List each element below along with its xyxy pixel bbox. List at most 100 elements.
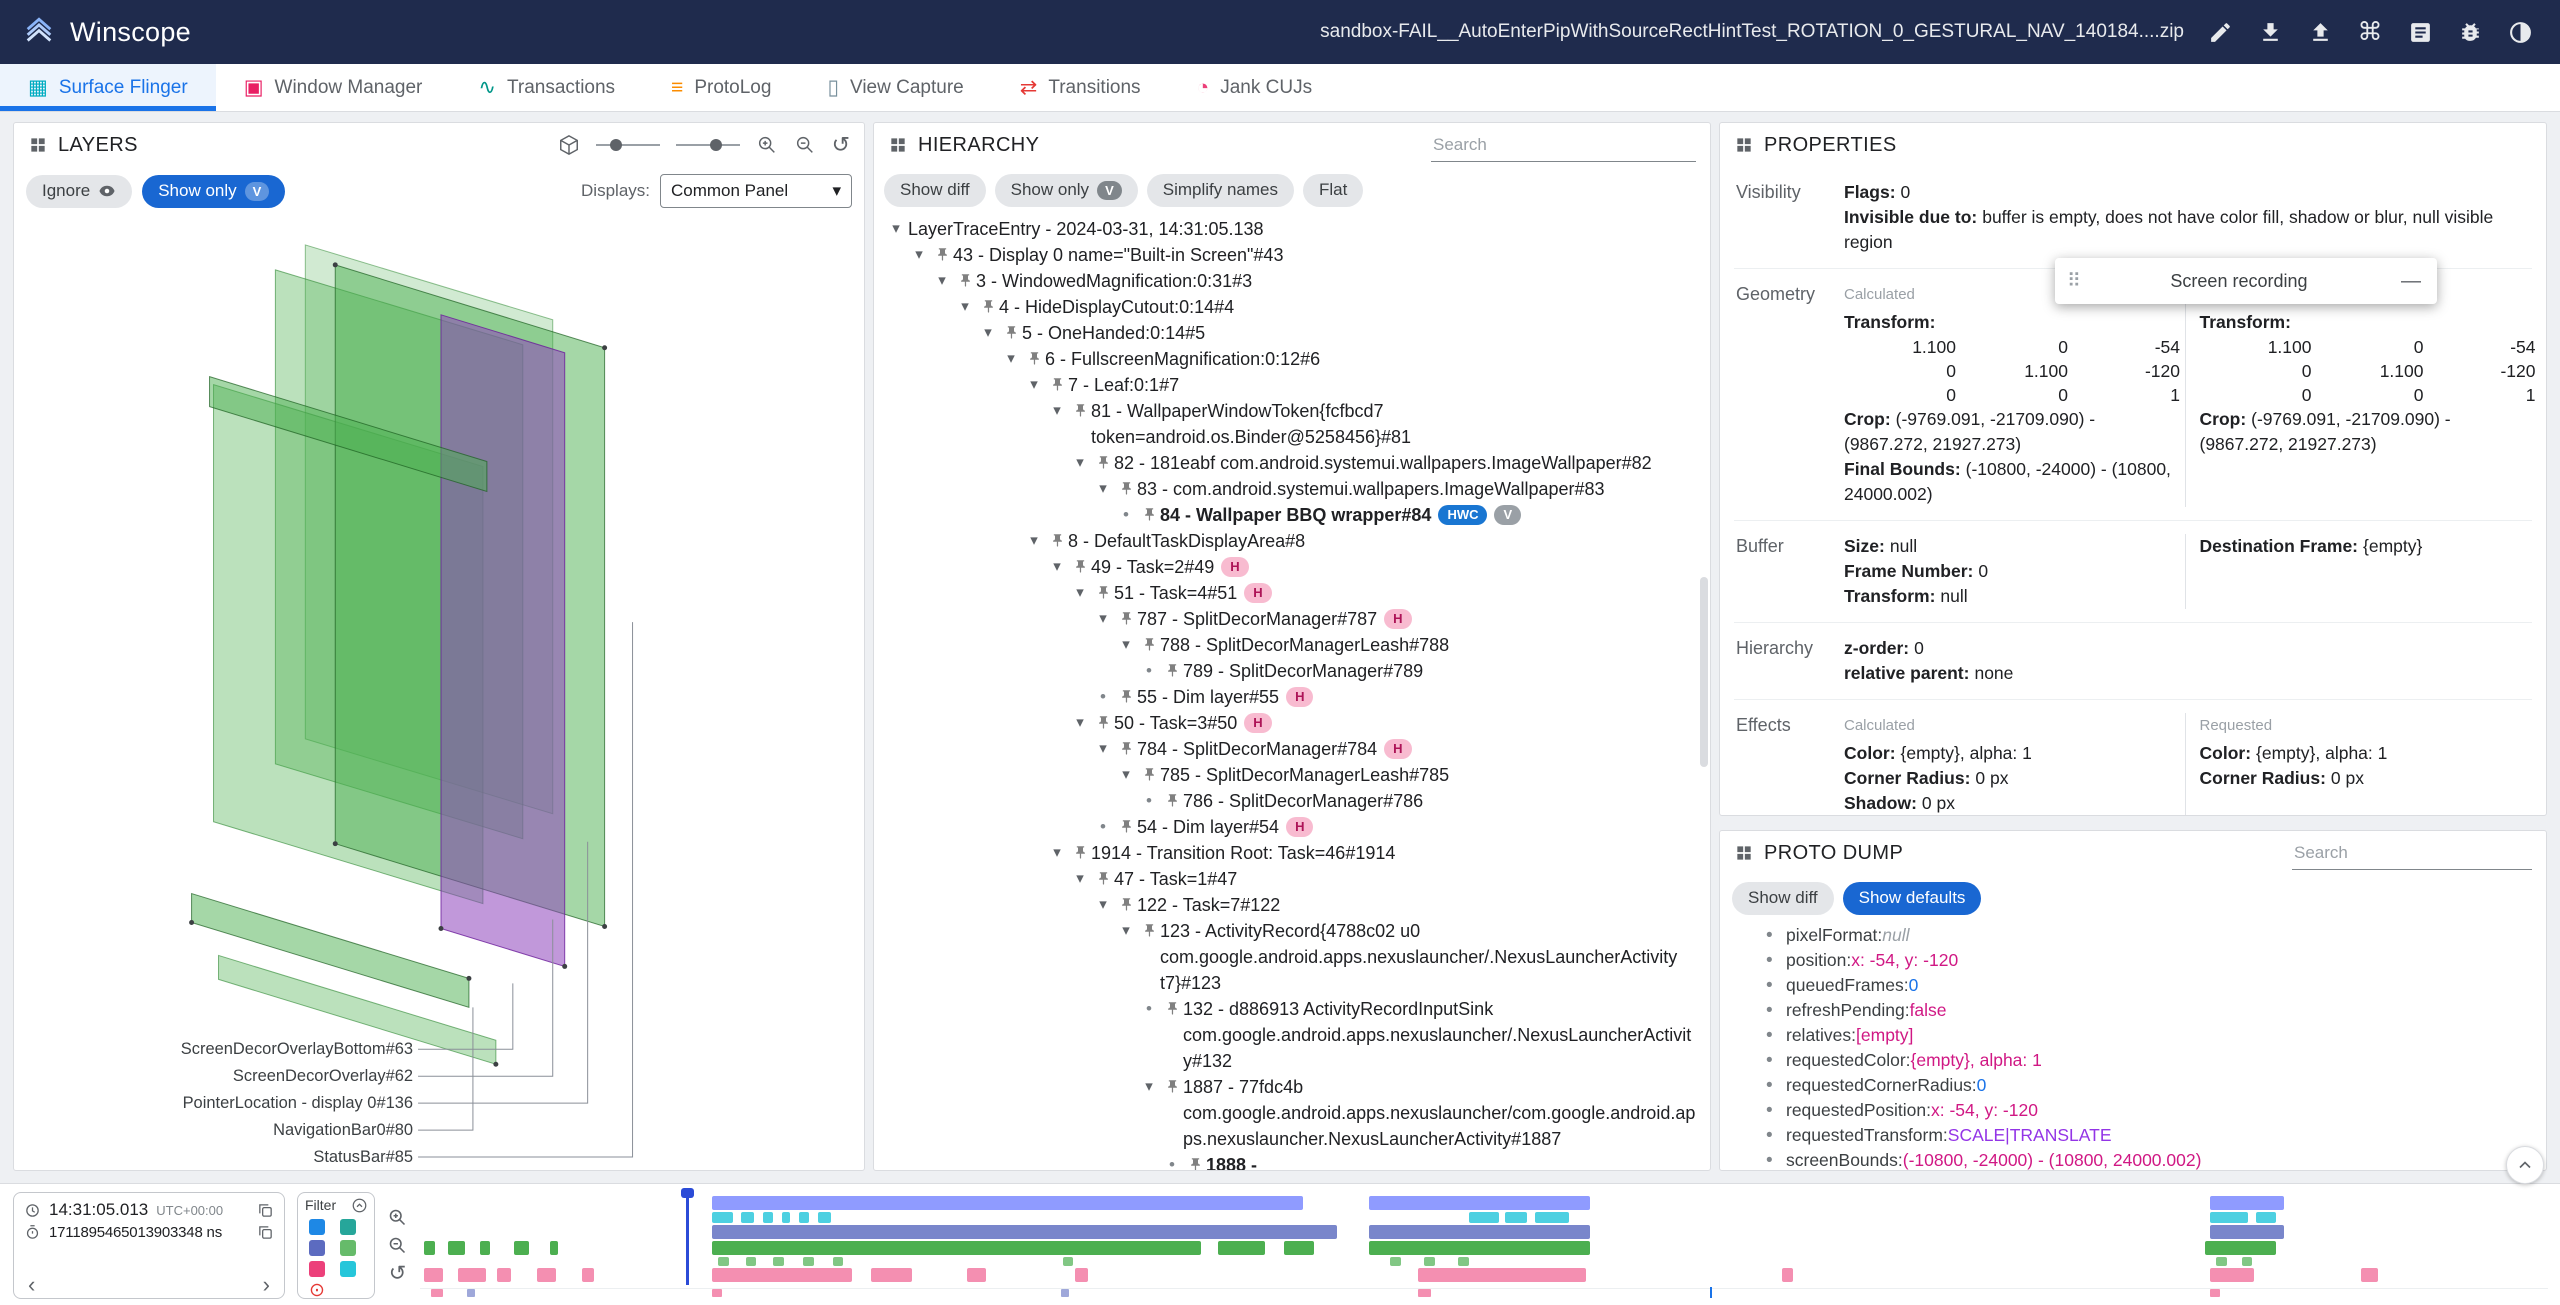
trace-segment[interactable] [711,1225,1338,1239]
leaf-bullet-icon[interactable]: • [1146,661,1152,680]
trace-segment[interactable] [773,1257,784,1266]
transactions-trace-icon[interactable] [340,1240,356,1256]
trace-segment[interactable] [1418,1268,1587,1282]
pin-icon[interactable] [1092,710,1114,730]
expand-toggle-icon[interactable]: ▾ [1030,376,1038,393]
expand-toggle-icon[interactable]: ▾ [1122,922,1130,939]
expand-toggle-icon[interactable]: ▾ [1076,714,1084,731]
tab-view-capture[interactable]: ▯View Capture [799,64,991,111]
zoom-out-icon[interactable] [387,1235,408,1256]
window-manager-trace-icon[interactable] [309,1240,325,1256]
tab-jank-cujs[interactable]: ◔Jank CUJs [1169,64,1341,111]
trace-segment[interactable] [871,1268,912,1282]
zoom-in-icon[interactable] [387,1207,408,1228]
pin-icon[interactable] [1138,918,1160,938]
trace-segment[interactable] [581,1268,595,1282]
trace-segment[interactable] [424,1241,435,1255]
trace-segment[interactable] [817,1212,831,1223]
simplify-names-button[interactable]: Simplify names [1146,173,1294,207]
next-entry-button[interactable]: › [262,1272,270,1297]
trace-segment[interactable] [1369,1196,1591,1210]
expand-toggle-icon[interactable]: ▾ [1099,480,1107,497]
trace-segment[interactable] [496,1268,512,1282]
trace-segment[interactable] [2256,1212,2276,1223]
trace-segment[interactable] [717,1257,729,1266]
hierarchy-node[interactable]: •132 - d886913 ActivityRecordInputSink c… [874,996,1710,1074]
trace-segment[interactable] [537,1268,557,1282]
hierarchy-node[interactable]: ▾7 - Leaf:0:1#7 [874,372,1710,398]
trace-segment[interactable] [741,1212,755,1223]
hierarchy-node[interactable]: ▾5 - OneHanded:0:14#5 [874,320,1710,346]
trace-segment[interactable] [1075,1268,1089,1282]
timeline-tracks[interactable] [420,1188,2548,1299]
trace-segment[interactable] [1535,1212,1570,1223]
trace-segment[interactable] [745,1257,757,1266]
hierarchy-search-input[interactable] [1431,128,1696,162]
expand-toggle-icon[interactable]: ▾ [1099,610,1107,627]
proto-property-row[interactable]: •screenBounds: (-10800, -24000) - (10800… [1720,1148,2546,1170]
cube-3d-icon[interactable] [558,134,580,156]
pin-icon[interactable] [1069,398,1091,418]
tab-window-manager[interactable]: ▣Window Manager [216,64,451,111]
pin-icon[interactable] [1092,450,1114,470]
pin-icon[interactable] [931,242,953,262]
expand-toggle-icon[interactable]: ▾ [1053,402,1061,419]
trace-segment[interactable] [711,1241,1201,1255]
proto-property-row[interactable]: •requestedTransform: SCALE|TRANSLATE [1720,1123,2546,1148]
pin-icon[interactable] [1115,892,1137,912]
surface-flinger-trace-icon[interactable] [340,1219,356,1235]
layer-shape[interactable] [191,892,470,1009]
trace-segment[interactable] [1505,1212,1527,1223]
hierarchy-node[interactable]: ▾83 - com.android.systemui.wallpapers.Im… [874,476,1710,502]
trace-segment[interactable] [798,1212,810,1223]
expand-toggle-icon[interactable]: ▾ [1030,532,1038,549]
expand-toggle-icon[interactable]: ▾ [1122,636,1130,653]
screen-recording-mini-window[interactable]: ⠿ Screen recording — [2055,258,2437,304]
pin-icon[interactable] [1115,476,1137,496]
leaf-bullet-icon[interactable]: • [1169,1155,1175,1170]
expand-toggle-icon[interactable]: ▾ [1122,766,1130,783]
pin-icon[interactable] [954,268,976,288]
pin-icon[interactable] [1184,1152,1206,1170]
minimap-cursor[interactable] [1709,1287,1712,1298]
trace-segment[interactable] [513,1241,529,1255]
show-diff-button[interactable]: Show diff [884,173,986,207]
trace-segment[interactable] [2241,1257,2253,1266]
trace-segment[interactable] [832,1257,844,1266]
expand-toggle-icon[interactable]: ▾ [961,298,969,315]
trace-segment[interactable] [2360,1268,2378,1282]
show-diff-button[interactable]: Show diff [1732,881,1834,915]
upload-icon[interactable] [2302,14,2338,50]
minimize-icon[interactable]: — [2401,269,2421,292]
expand-toggle-icon[interactable]: ▾ [1007,350,1015,367]
expand-toggle-icon[interactable]: ▾ [915,246,923,263]
hierarchy-node[interactable]: •1888 - com.google.android.apps.nexuslau… [874,1152,1710,1170]
pin-icon[interactable] [1069,554,1091,574]
pin-icon[interactable] [1115,814,1137,834]
pin-icon[interactable] [1000,320,1022,340]
leaf-bullet-icon[interactable]: • [1100,817,1106,836]
timeline-minimap[interactable] [420,1287,2548,1298]
hierarchy-node[interactable]: ▾6 - FullscreenMagnification:0:12#6 [874,346,1710,372]
pin-icon[interactable] [1138,632,1160,652]
leaf-bullet-icon[interactable]: • [1146,791,1152,810]
proto-property-row[interactable]: •refreshPending: false [1720,998,2546,1023]
download-icon[interactable] [2252,14,2288,50]
trace-segment[interactable] [447,1241,465,1255]
pin-icon[interactable] [1069,840,1091,860]
zoom-out-icon[interactable] [794,134,816,156]
tab-protolog[interactable]: ≡ProtoLog [643,64,799,111]
trace-segment[interactable] [1424,1257,1436,1266]
expand-toggle-icon[interactable]: ▾ [938,272,946,289]
hierarchy-node[interactable]: ▾3 - WindowedMagnification:0:31#3 [874,268,1710,294]
hierarchy-node[interactable]: •786 - SplitDecorManager#786 [874,788,1710,814]
hierarchy-node[interactable]: ▾82 - 181eabf com.android.systemui.wallp… [874,450,1710,476]
trace-segment[interactable] [1781,1268,1793,1282]
trace-segment[interactable] [549,1241,559,1255]
trace-segment[interactable] [1062,1257,1074,1266]
drag-handle-icon[interactable]: ⠿ [2067,270,2081,292]
pin-icon[interactable] [1115,684,1137,704]
pin-icon[interactable] [1161,1074,1183,1094]
